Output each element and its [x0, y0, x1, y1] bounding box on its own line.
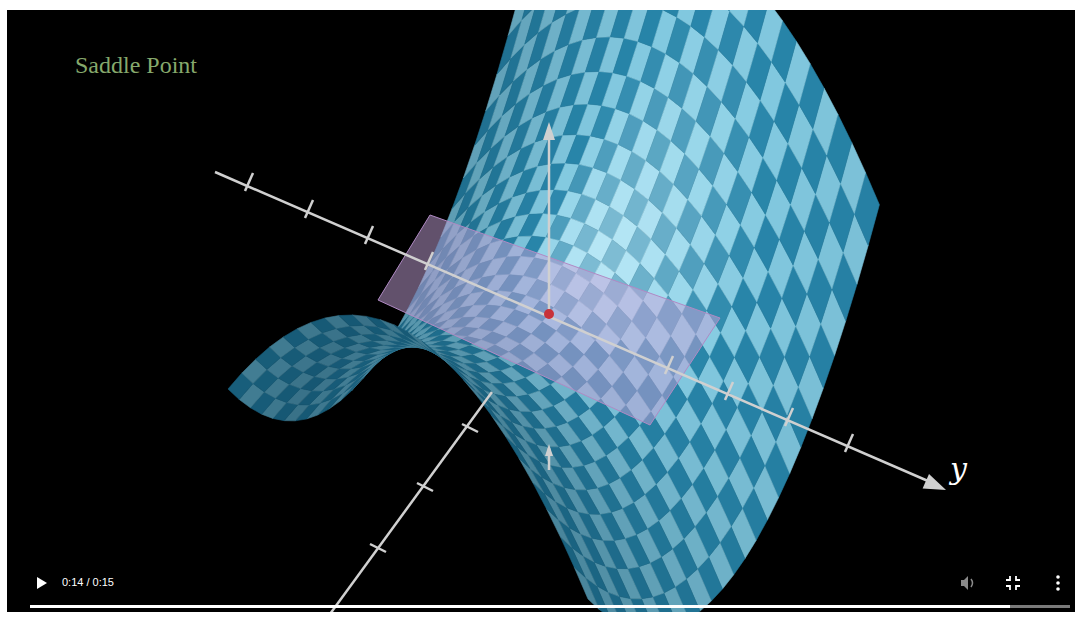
time-display-holder: 0:14 / 0:15: [62, 576, 114, 588]
surface-patch: [380, 320, 405, 336]
axis-tick: [370, 544, 386, 552]
video-title-holder: Saddle Point: [75, 52, 197, 78]
menu-icon: [1056, 575, 1060, 591]
axis-tick: [845, 434, 853, 452]
axis-tick: [462, 424, 478, 432]
saddle-surface: [228, 10, 879, 612]
axis-tick: [245, 173, 253, 191]
z-axis: [548, 136, 551, 314]
surface-patch: [491, 415, 516, 446]
surface-patch: [450, 365, 475, 390]
surface-patch: [505, 436, 530, 469]
arrow-head: [923, 474, 946, 490]
surface-patch: [730, 10, 755, 26]
video-controls: [30, 575, 1070, 608]
saddle-point-dot: [544, 309, 554, 319]
play-icon: [37, 577, 47, 589]
surface-patch: [744, 10, 769, 43]
axis-tick: [365, 226, 373, 244]
surface-patch: [560, 537, 585, 578]
surface-patch: [408, 332, 433, 351]
arrow-head: [543, 122, 555, 140]
axis-tick: [425, 252, 433, 270]
axis-label-holder: y: [950, 452, 967, 485]
surface-patch: [574, 567, 599, 609]
surface-patch: [519, 458, 544, 493]
x-axis: [330, 392, 492, 612]
video-background: [7, 10, 1075, 612]
volume-icon: [961, 576, 973, 590]
surface-patch: [546, 509, 571, 548]
axis-tick: [665, 356, 673, 374]
progress-remaining: [1010, 605, 1070, 608]
surface-patch: [405, 335, 430, 350]
time-display: 0:14 / 0:15: [62, 576, 114, 588]
axis-tick: [725, 382, 733, 400]
axis-tick: [785, 408, 793, 426]
axis-label: y: [950, 452, 967, 485]
surface-patch: [477, 396, 502, 425]
progress-played: [30, 605, 1010, 608]
video-title: Saddle Point: [75, 52, 197, 78]
axis-tick: [305, 200, 313, 218]
arrow-head: [545, 444, 553, 456]
exit-fullscreen-icon: [1006, 576, 1020, 590]
surface-patch: [533, 482, 558, 519]
axes: [215, 136, 928, 612]
y-axis: [215, 172, 928, 481]
axis-tick: [417, 483, 433, 491]
surface-patch: [461, 375, 486, 398]
surface-patch: [394, 325, 419, 343]
